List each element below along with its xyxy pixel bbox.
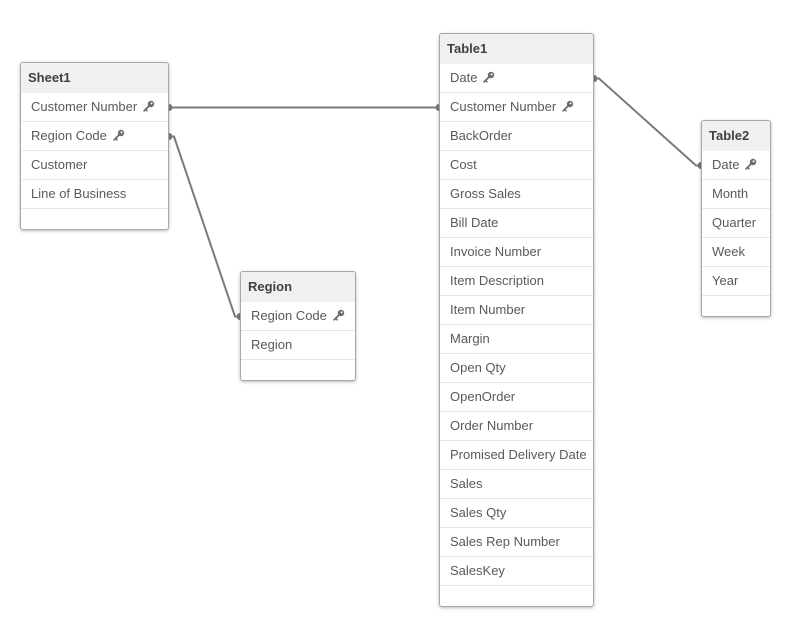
field-label: Region Code <box>31 128 107 143</box>
field-margin[interactable]: Margin <box>440 325 593 354</box>
field-label: Year <box>712 273 739 288</box>
field-label: Date <box>450 70 478 85</box>
field-label: OpenOrder <box>450 389 516 404</box>
key-icon <box>562 100 574 112</box>
field-openorder[interactable]: OpenOrder <box>440 383 593 412</box>
field-year[interactable]: Year <box>702 267 770 296</box>
table-title: Sheet1 <box>21 63 168 93</box>
field-gross-sales[interactable]: Gross Sales <box>440 180 593 209</box>
key-icon <box>745 158 757 170</box>
field-line-of-business[interactable]: Line of Business <box>21 180 168 209</box>
field-bill-date[interactable]: Bill Date <box>440 209 593 238</box>
field-label: Sales Qty <box>450 505 507 520</box>
association-link-sheet1-region <box>169 135 240 318</box>
field-date[interactable]: Date <box>440 64 593 93</box>
field-label: Sales <box>450 476 483 491</box>
field-sales[interactable]: Sales <box>440 470 593 499</box>
field-label: Gross Sales <box>450 186 521 201</box>
field-label: Month <box>712 186 749 201</box>
field-label: Cost <box>450 157 477 172</box>
field-label: Bill Date <box>450 215 499 230</box>
field-quarter[interactable]: Quarter <box>702 209 770 238</box>
field-sales-qty[interactable]: Sales Qty <box>440 499 593 528</box>
field-label: Date <box>712 157 740 172</box>
field-saleskey[interactable]: SalesKey <box>440 557 593 586</box>
field-label: BackOrder <box>450 128 513 143</box>
table-footer <box>702 296 770 316</box>
field-region[interactable]: Region <box>241 331 355 360</box>
field-region-code[interactable]: Region Code <box>21 122 168 151</box>
field-label: Invoice Number <box>450 244 542 259</box>
field-label: Customer Number <box>450 99 557 114</box>
field-month[interactable]: Month <box>702 180 770 209</box>
field-open-qty[interactable]: Open Qty <box>440 354 593 383</box>
field-label: SalesKey <box>450 563 505 578</box>
field-label: Promised Delivery Date <box>450 447 587 462</box>
table-footer <box>241 360 355 380</box>
key-icon <box>333 309 345 321</box>
field-region-code[interactable]: Region Code <box>241 302 355 331</box>
field-item-number[interactable]: Item Number <box>440 296 593 325</box>
key-icon <box>113 129 125 141</box>
key-icon <box>143 100 155 112</box>
table-title: Table2 <box>702 121 770 151</box>
table-title: Region <box>241 272 355 302</box>
field-label: Margin <box>450 331 490 346</box>
key-icon <box>483 71 495 83</box>
field-label: Item Number <box>450 302 526 317</box>
field-label: Customer Number <box>31 99 138 114</box>
field-label: Order Number <box>450 418 534 433</box>
field-label: Quarter <box>712 215 757 230</box>
field-customer[interactable]: Customer <box>21 151 168 180</box>
field-invoice-number[interactable]: Invoice Number <box>440 238 593 267</box>
field-order-number[interactable]: Order Number <box>440 412 593 441</box>
field-label: Week <box>712 244 745 259</box>
field-label: Region <box>251 337 293 352</box>
field-promised-delivery-date[interactable]: Promised Delivery Date <box>440 441 593 470</box>
field-customer-number[interactable]: Customer Number <box>21 93 168 122</box>
field-customer-number[interactable]: Customer Number <box>440 93 593 122</box>
table-footer <box>21 209 168 229</box>
field-label: Sales Rep Number <box>450 534 560 549</box>
field-label: Line of Business <box>31 186 127 201</box>
table-title: Table1 <box>440 34 593 64</box>
field-date[interactable]: Date <box>702 151 770 180</box>
field-backorder[interactable]: BackOrder <box>440 122 593 151</box>
field-label: Item Description <box>450 273 544 288</box>
field-label: Customer <box>31 157 88 172</box>
field-item-description[interactable]: Item Description <box>440 267 593 296</box>
field-week[interactable]: Week <box>702 238 770 267</box>
field-sales-rep-number[interactable]: Sales Rep Number <box>440 528 593 557</box>
field-label: Region Code <box>251 308 327 323</box>
field-label: Open Qty <box>450 360 506 375</box>
association-link-table1-table2 <box>594 77 701 167</box>
field-cost[interactable]: Cost <box>440 151 593 180</box>
table-footer <box>440 586 593 606</box>
